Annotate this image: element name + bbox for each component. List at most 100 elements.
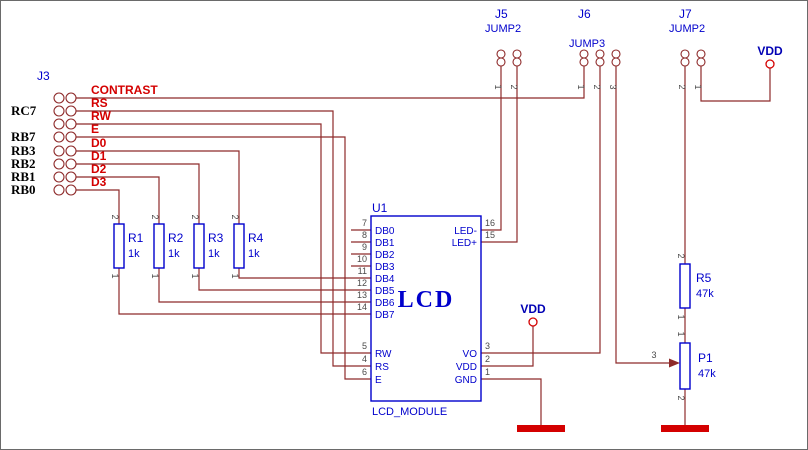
j3-pin xyxy=(65,171,77,183)
net-labels: CONTRAST RS RW E D0 D1 D2 D3 xyxy=(91,83,158,189)
j3-pin xyxy=(53,184,65,196)
jumper-j6: J6 JUMP3 1 2 3 xyxy=(569,7,621,90)
resistor-r4: R4 1k 2 1 xyxy=(230,214,264,278)
resistor-body xyxy=(153,223,165,269)
j5-pin xyxy=(496,57,506,67)
j6-pin xyxy=(595,49,605,59)
net-contrast: CONTRAST xyxy=(91,83,158,97)
pin-num: 3 xyxy=(485,341,490,351)
j6-pin xyxy=(595,57,605,67)
p1-pin1: 1 xyxy=(676,331,686,336)
p1-pin3: 3 xyxy=(651,350,656,360)
ground-symbol xyxy=(661,425,709,432)
r5-ref: R5 xyxy=(696,271,712,285)
pin-name: DB3 xyxy=(375,262,395,273)
pin-name: LED+ xyxy=(452,238,477,249)
pin-num: 6 xyxy=(362,367,367,377)
r4-ref: R4 xyxy=(248,231,264,245)
wire-d1 xyxy=(76,163,200,224)
pot-wiper-arrow xyxy=(669,358,680,368)
pin-name: DB1 xyxy=(375,238,395,249)
u1-ref: U1 xyxy=(372,201,388,215)
pin-name: RW xyxy=(375,349,392,360)
r1-ref: R1 xyxy=(128,231,144,245)
j3-pin xyxy=(53,131,65,143)
p1-ref: P1 xyxy=(698,351,713,365)
j3-pin xyxy=(65,184,77,196)
r3-value: 1k xyxy=(208,248,220,260)
j7-pin2-num: 2 xyxy=(677,84,687,89)
pin-num: 7 xyxy=(362,218,367,228)
port-rb3: RB3 xyxy=(11,143,36,158)
ground-symbol xyxy=(517,425,565,432)
r5-value: 47k xyxy=(696,288,714,300)
j5-type: JUMP2 xyxy=(485,23,521,35)
j3-pin xyxy=(53,145,65,157)
port-rb0: RB0 xyxy=(11,182,36,197)
pin-num: 13 xyxy=(357,290,367,300)
pin-name: LED- xyxy=(454,226,477,237)
u1-title: LCD xyxy=(398,287,455,313)
pin-num: 11 xyxy=(358,266,367,276)
j7-ref: J7 xyxy=(679,7,692,21)
connector-j3: J3 xyxy=(37,69,77,196)
resistor-body xyxy=(679,263,691,309)
wire-d0 xyxy=(76,150,240,224)
wire-vdd-mid xyxy=(481,326,534,367)
pin-name: DB0 xyxy=(375,226,395,237)
pin-name: DB7 xyxy=(375,310,395,321)
resistor-r2: R2 1k 2 1 xyxy=(150,214,184,278)
vdd-label: VDD xyxy=(757,44,783,58)
port-rb1: RB1 xyxy=(11,169,36,184)
pin-num: 2 xyxy=(485,354,490,364)
wire-r2-db6 xyxy=(158,268,371,303)
pin-num: 15 xyxy=(485,230,495,240)
j5-pin1-num: 1 xyxy=(493,84,503,89)
wire-r1-db7 xyxy=(118,268,371,315)
wire-vo xyxy=(481,66,601,354)
pin-name: E xyxy=(375,375,382,386)
port-labels: RC7 RB7 RB3 RB2 RB1 RB0 xyxy=(11,103,37,197)
j7-pin xyxy=(680,57,690,67)
vdd-symbol-mid: VDD xyxy=(520,302,546,327)
port-rb2: RB2 xyxy=(11,156,36,171)
wire-led-plus xyxy=(481,66,518,243)
j6-pin xyxy=(611,57,621,67)
j3-pin xyxy=(65,105,77,117)
wire-rw xyxy=(76,123,371,354)
wire-rs xyxy=(76,110,371,367)
resistor-body xyxy=(193,223,205,269)
wire-contrast xyxy=(76,66,585,99)
wire-j7-vdd xyxy=(700,66,771,102)
j5-pin xyxy=(512,57,522,67)
r5-pin2: 2 xyxy=(676,253,686,258)
r5-pin1: 1 xyxy=(676,314,686,319)
r4-value: 1k xyxy=(248,248,260,260)
r3-ref: R3 xyxy=(208,231,224,245)
pin-name: VO xyxy=(463,349,478,360)
j7-pin xyxy=(680,49,690,59)
j3-pin xyxy=(65,145,77,157)
wires xyxy=(76,66,771,425)
resistor-body xyxy=(113,223,125,269)
wire-pot-wiper xyxy=(615,66,669,364)
pin-num: 1 xyxy=(485,367,490,377)
pin-name: RS xyxy=(375,362,389,373)
p1-value: 47k xyxy=(698,368,716,380)
j3-pin xyxy=(53,171,65,183)
resistor-r3: R3 1k 2 1 xyxy=(190,214,224,278)
pin-num: 12 xyxy=(357,278,367,288)
j3-pin xyxy=(65,131,77,143)
resistor-body xyxy=(233,223,245,269)
j3-pin xyxy=(65,158,77,170)
potentiometer-p1: P1 47k 1 2 3 xyxy=(651,331,716,400)
net-d0: D0 xyxy=(91,136,107,150)
pin-num: 8 xyxy=(362,230,367,240)
j3-pin xyxy=(53,118,65,130)
net-e: E xyxy=(91,122,99,136)
j6-pin2-num: 2 xyxy=(592,84,602,89)
j7-pin xyxy=(696,57,706,67)
r4-pin2: 2 xyxy=(230,214,240,219)
r1-pin2: 2 xyxy=(110,214,120,219)
